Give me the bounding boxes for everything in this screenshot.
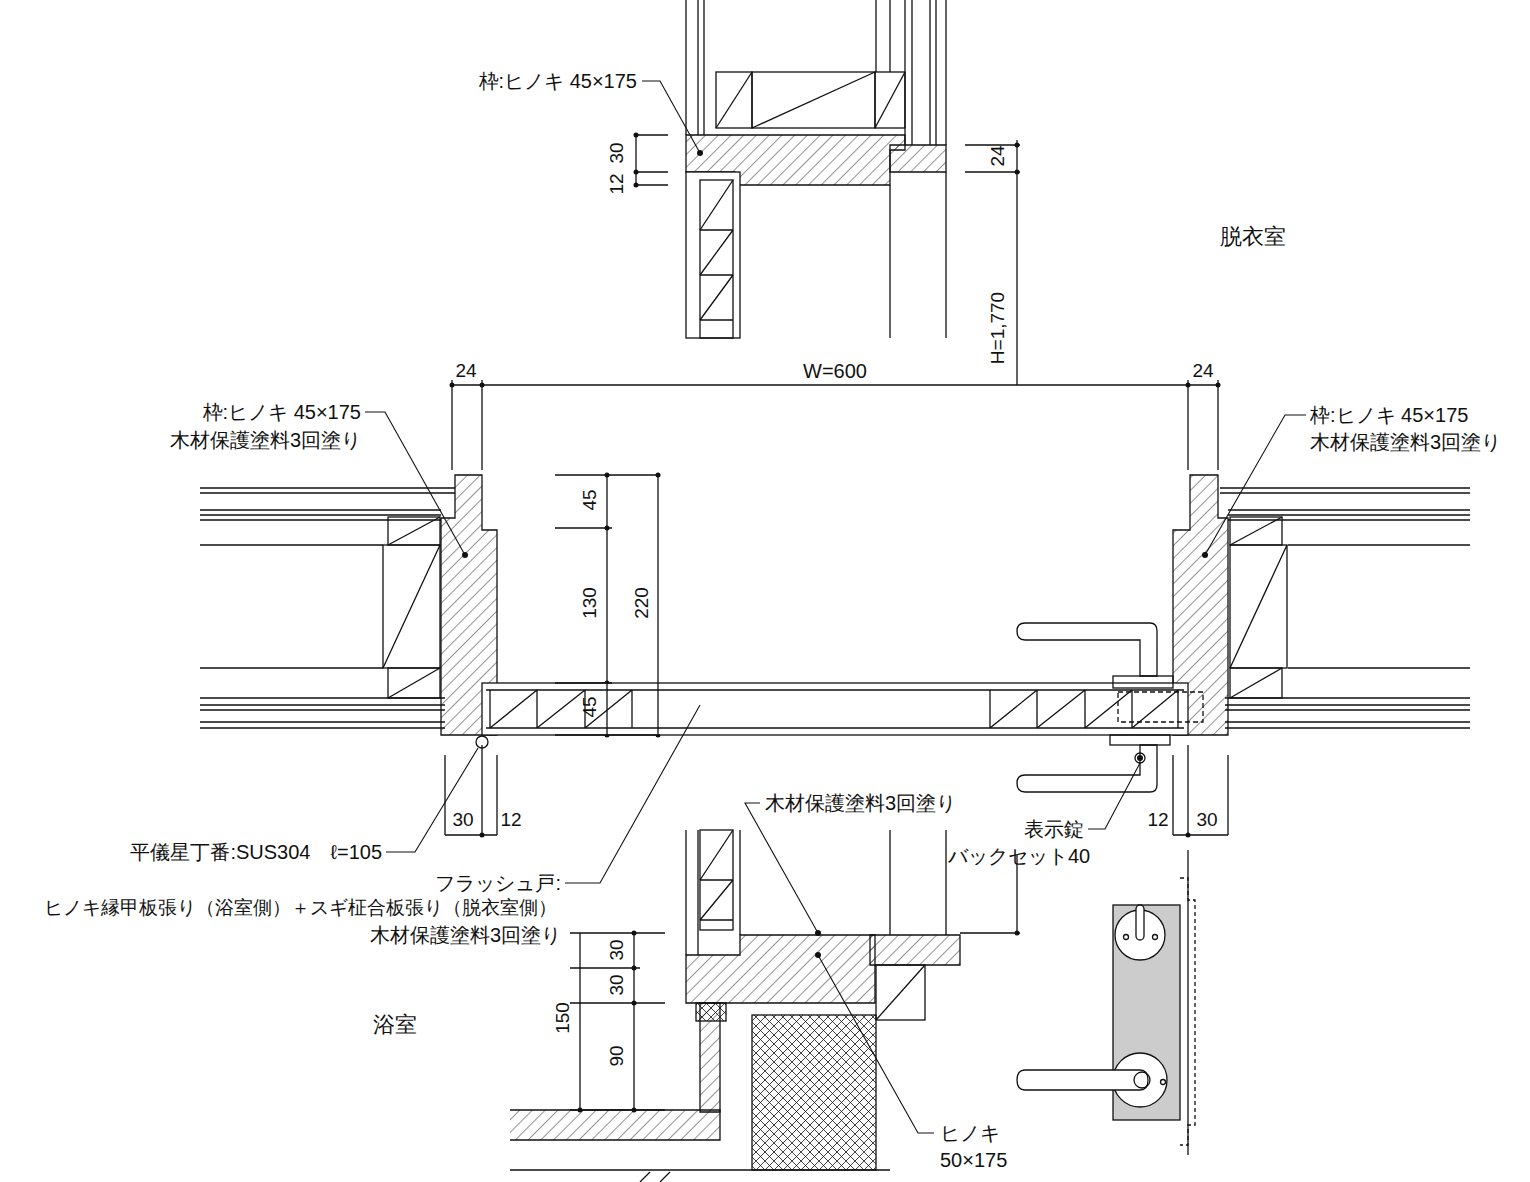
dimension-value: 150 bbox=[553, 1002, 574, 1034]
dimension-value: 45 bbox=[580, 696, 601, 717]
annotation-label: 枠:ヒノキ 45×175 bbox=[203, 401, 361, 423]
dimension-value: 130 bbox=[580, 587, 601, 619]
dimension-value: 30 bbox=[607, 939, 628, 960]
annotation-label: 木材保護塗料3回塗り bbox=[170, 429, 361, 451]
annotation-label: 24 bbox=[1192, 361, 1213, 382]
dimension-value: 220 bbox=[632, 587, 653, 619]
dimension-value: 30 bbox=[607, 142, 628, 163]
annotation-label: 木材保護塗料3回塗り bbox=[1310, 431, 1501, 453]
dimension-value: 24 bbox=[988, 145, 1009, 166]
annotation-label: 枠:ヒノキ 45×175 bbox=[1310, 404, 1468, 426]
annotation-label: W=600 bbox=[803, 360, 867, 382]
dimension-value: 45 bbox=[580, 489, 601, 510]
annotation-label: 12 bbox=[500, 810, 521, 831]
annotation-label: 脱衣室 bbox=[1220, 225, 1286, 249]
annotation-label: フラッシュ戸: bbox=[435, 872, 561, 894]
annotation-label: 50×175 bbox=[940, 1149, 1007, 1171]
dimension-value: H=1,770 bbox=[988, 292, 1009, 364]
annotation-label: 表示錠 bbox=[1024, 818, 1084, 840]
annotation-label: 平儀星丁番:SUS304 ℓ=105 bbox=[130, 841, 382, 863]
annotation-label: バックセット40 bbox=[948, 845, 1090, 867]
annotation-label: ヒノキ bbox=[940, 1122, 1000, 1144]
dimension-value: 90 bbox=[607, 1045, 628, 1066]
annotation-label: 12 bbox=[1147, 810, 1168, 831]
annotation-label: 30 bbox=[1196, 810, 1217, 831]
dimension-value: 12 bbox=[607, 173, 628, 194]
dimension-value: 30 bbox=[607, 974, 628, 995]
annotation-label: 浴室 bbox=[373, 1013, 417, 1037]
annotation-label: ヒノキ縁甲板張り（浴室側）＋スギ柾合板張り（脱衣室側） bbox=[44, 898, 557, 919]
annotation-label: 24 bbox=[455, 361, 476, 382]
annotation-label: 枠:ヒノキ 45×175 bbox=[479, 70, 637, 92]
annotation-label: 30 bbox=[452, 810, 473, 831]
annotation-label: 木材保護塗料3回塗り bbox=[370, 924, 561, 946]
annotation-label: 木材保護塗料3回塗り bbox=[765, 792, 956, 814]
